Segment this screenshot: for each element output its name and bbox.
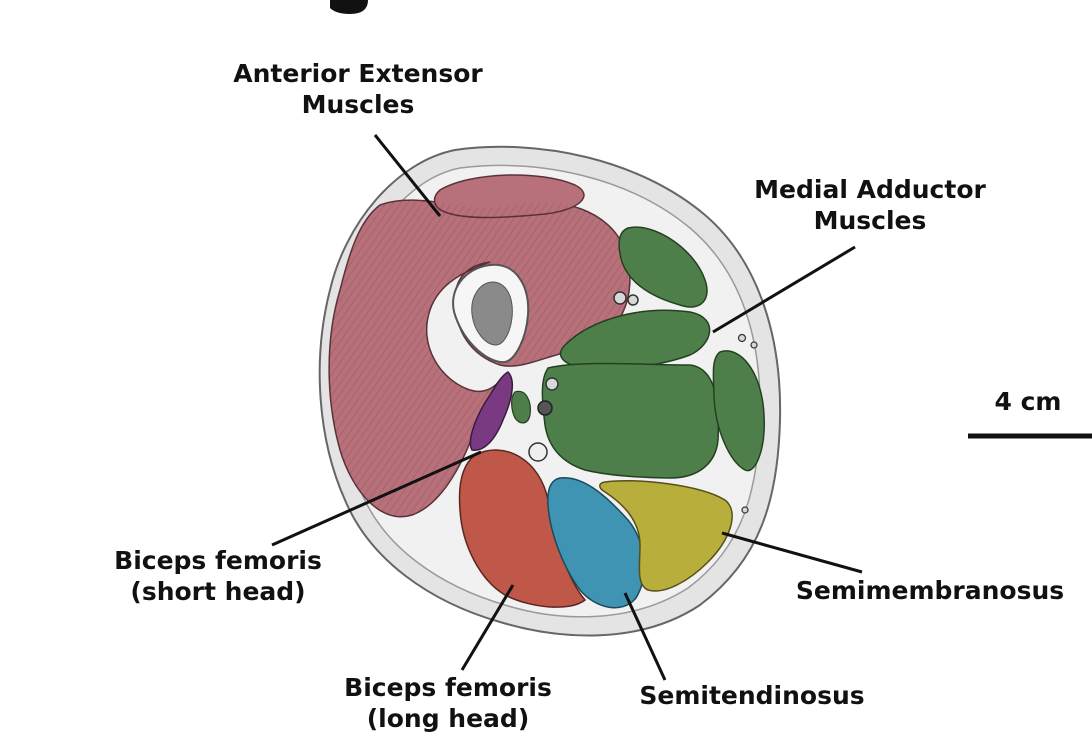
medial-adductor-label: Medial Adductor Muscles <box>720 174 1020 236</box>
cropped-glyph <box>330 0 368 14</box>
semimembranosus-label-text: Semimembranosus <box>770 575 1090 606</box>
scale-label-text: 4 cm <box>978 386 1078 417</box>
anterior-extensor-label-line1: Anterior Extensor <box>208 58 508 89</box>
biceps-short-head-label-line2: (short head) <box>88 576 348 607</box>
semitendinosus-label-text: Semitendinosus <box>612 680 892 711</box>
adductor-magnus <box>542 363 718 478</box>
biceps-long-head-label: Biceps femoris (long head) <box>318 672 578 734</box>
medial-adductor-label-line2: Muscles <box>720 205 1020 236</box>
anterior-extensor-label: Anterior Extensor Muscles <box>208 58 508 120</box>
biceps-short-head-label: Biceps femoris (short head) <box>88 545 348 607</box>
semitendinosus-label: Semitendinosus <box>612 680 892 711</box>
anterior-extensor-label-line2: Muscles <box>208 89 508 120</box>
biceps-long-head-label-line1: Biceps femoris <box>318 672 578 703</box>
scale-label: 4 cm <box>978 386 1078 417</box>
medial-adductor-label-line1: Medial Adductor <box>720 174 1020 205</box>
semimembranosus-label: Semimembranosus <box>770 575 1090 606</box>
biceps-short-head-label-line1: Biceps femoris <box>88 545 348 576</box>
biceps-long-head-label-line2: (long head) <box>318 703 578 734</box>
